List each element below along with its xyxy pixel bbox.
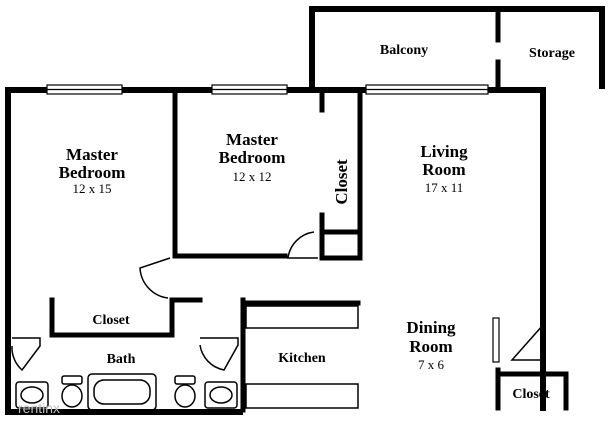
door-bath-right [199,337,239,371]
sink-right-icon [204,381,238,409]
watermark-logo: rentinx [18,400,60,416]
toilet-left-icon [61,384,83,408]
storage-label: Storage [529,46,575,61]
closet-right-label: Closet [512,387,550,402]
master-bedroom-1-label-line2: Bedroom [59,163,126,182]
closet-vertical-label: Closet [332,159,351,205]
dining-room-label-line1: Dining [406,318,456,337]
master-bedroom-2-label-line1: Master [226,130,278,149]
door-bedroom-2 [287,231,318,259]
bathtub-icon [87,373,157,411]
master-bedroom-2-label-line2: Bedroom [219,148,286,167]
closet-left-label: Closet [92,313,130,328]
doors [11,231,544,372]
kitchen-label: Kitchen [278,351,326,366]
dining-room-label-line2: Room [409,337,452,356]
door-bedroom-1 [139,257,171,299]
door-dining-closet [510,323,544,361]
kitchen-counters [245,305,359,409]
balcony-label: Balcony [380,43,428,58]
exterior-walls [5,6,605,415]
master-bedroom-2-size: 12 x 12 [233,169,272,184]
master-bedroom-1-size: 12 x 15 [73,181,112,196]
sliding-door-dining [492,317,500,363]
bath-label: Bath [107,352,136,367]
windows [46,84,489,95]
dining-room-size: 7 x 6 [418,357,445,372]
living-room-label-line1: Living [420,142,468,161]
toilet-right-icon [174,384,196,408]
master-bedroom-1-label-line1: Master [66,145,118,164]
living-room-label-line2: Room [422,160,465,179]
interior-walls [49,9,569,413]
living-room-size: 17 x 11 [425,180,464,195]
sink-left-icon [15,381,49,409]
door-bath-left [11,337,41,372]
room-labels: Balcony Storage Master Bedroom 12 x 15 M… [59,43,575,402]
bath-fixtures [15,373,238,411]
